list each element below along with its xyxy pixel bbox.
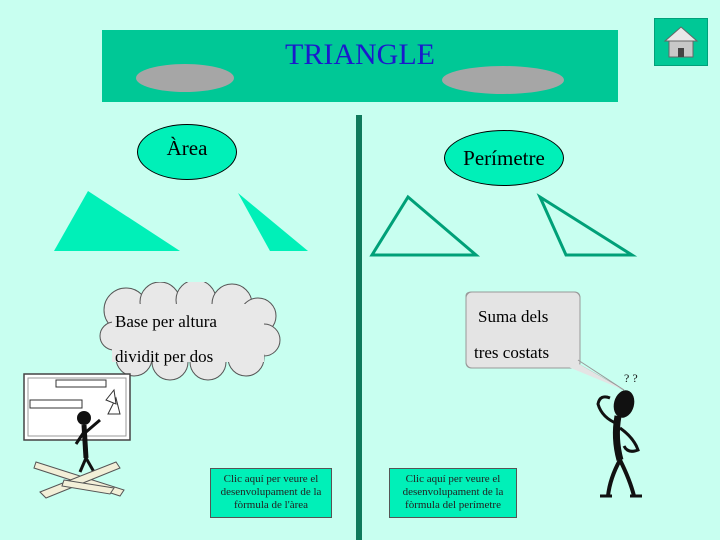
home-button[interactable] — [654, 18, 708, 66]
area-label: Àrea — [137, 124, 237, 180]
center-divider — [356, 115, 362, 540]
area-formula-line2: dividit per dos — [115, 347, 214, 366]
banner-oval-right — [442, 66, 564, 94]
perimeter-label: Perímetre — [444, 130, 564, 186]
svg-text:? ?: ? ? — [624, 371, 638, 385]
outline-triangle-1 — [369, 194, 481, 257]
thinking-figure-illustration: ? ? — [596, 371, 642, 498]
area-formula-line1: Base per altura — [115, 312, 217, 331]
triangles-area — [54, 191, 638, 257]
perimeter-formula-line1: Suma dels — [478, 307, 549, 326]
filled-triangle-2 — [238, 193, 308, 251]
teacher-illustration — [23, 373, 131, 499]
perimeter-formula-line2: tres costats — [474, 343, 550, 362]
thought-cloud — [99, 282, 281, 387]
page-title: TRIANGLE — [285, 38, 435, 71]
perimeter-formula-link[interactable]: Clic aquí per veure el desenvolupament d… — [389, 468, 517, 518]
banner-oval-left — [136, 64, 234, 92]
title-banner: TRIANGLE — [102, 30, 618, 102]
outline-triangle-2 — [536, 193, 638, 257]
perimeter-label-text: Perímetre — [463, 145, 545, 170]
area-label-text: Àrea — [166, 135, 208, 160]
home-icon — [663, 26, 699, 58]
speech-bubble — [465, 291, 625, 391]
area-formula-link[interactable]: Clic aquí per veure el desenvolupament d… — [210, 468, 332, 518]
filled-triangle-1 — [54, 191, 180, 251]
